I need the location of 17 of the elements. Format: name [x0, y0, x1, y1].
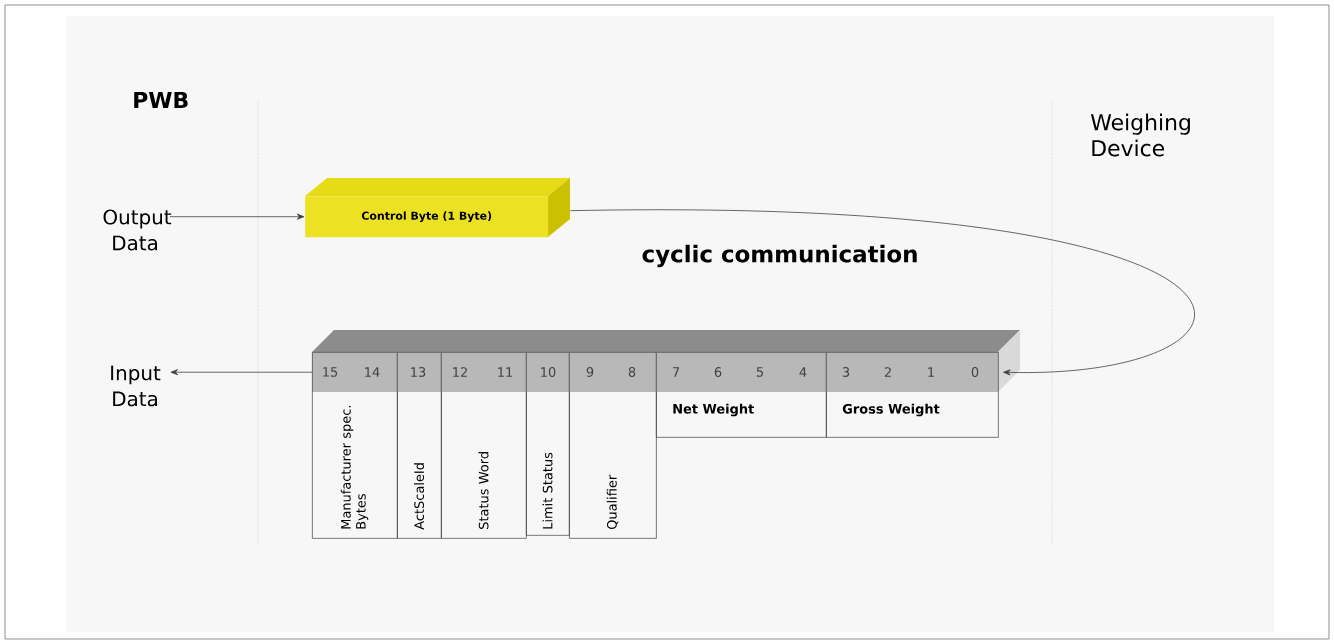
- field-cell: 7 6 5 4 Net Weight: [656, 352, 827, 438]
- byte-block: Control Byte (1 Byte): [305, 178, 570, 238]
- heading: cyclic communication: [642, 244, 917, 268]
- data-label: Output Data: [103, 209, 172, 251]
- field-cell: 9 8 Qualifier: [569, 352, 657, 539]
- field-cell: 15 14 Manufacturer spec. Bytes: [312, 352, 398, 539]
- field-cell: 13 ActScaleId: [397, 352, 442, 539]
- arrow: [170, 369, 313, 376]
- heading: Weighing Device: [1090, 113, 1190, 157]
- data-label: Input Data: [111, 365, 161, 407]
- field-cell: 3 2 1 0 Gross Weight: [826, 352, 999, 438]
- arrow: [570, 210, 1195, 376]
- field-cell: 10 Limit Status: [526, 352, 570, 536]
- arrow: [169, 213, 305, 220]
- field-cell: 12 11 Status Word: [441, 352, 527, 539]
- heading: PWB: [134, 92, 188, 108]
- register-bar: [312, 330, 1020, 392]
